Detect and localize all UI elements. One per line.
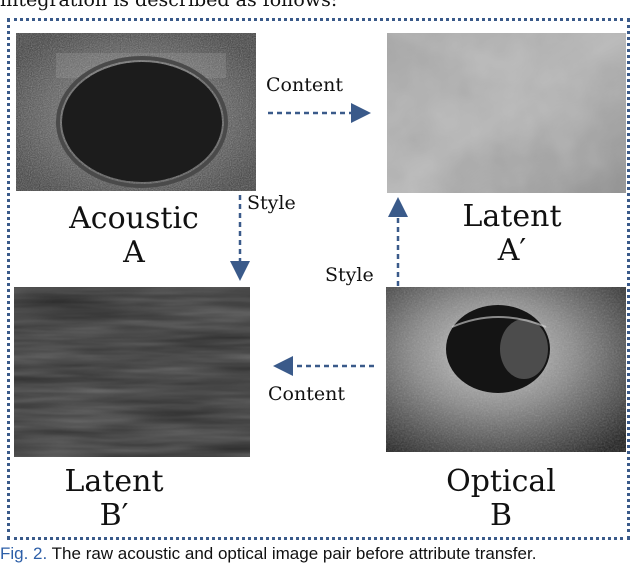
latent-a-image <box>387 33 626 193</box>
latent-b-symbol: B′ <box>99 498 129 533</box>
latent-a-name: Latent <box>462 199 562 234</box>
latent-b-image <box>14 287 250 457</box>
acoustic-image <box>16 33 256 191</box>
latent-b-name: Latent <box>64 464 164 499</box>
acoustic-name: Acoustic <box>69 201 199 236</box>
optical-symbol: B <box>489 498 513 533</box>
figure-label: Fig. 2. <box>0 544 48 563</box>
style-label-right: Style <box>325 264 374 286</box>
content-label-top: Content <box>266 74 343 96</box>
figure-caption: Fig. 2. The raw acoustic and optical ima… <box>0 544 536 564</box>
optical-name: Optical <box>446 464 556 499</box>
latent-b-label: Latent B′ <box>0 465 228 533</box>
preceding-text: integration is described as follows: <box>0 0 338 11</box>
caption-text: The raw acoustic and optical image pair … <box>51 544 537 563</box>
acoustic-symbol: A <box>123 235 145 270</box>
acoustic-label: Acoustic A <box>20 202 248 270</box>
content-label-bottom: Content <box>268 383 345 405</box>
latent-a-label: Latent A′ <box>398 200 626 268</box>
style-label-left: Style <box>247 192 296 214</box>
optical-image <box>386 287 626 452</box>
optical-label: Optical B <box>387 465 615 533</box>
latent-a-symbol: A′ <box>497 233 527 268</box>
figure-frame <box>7 18 630 540</box>
